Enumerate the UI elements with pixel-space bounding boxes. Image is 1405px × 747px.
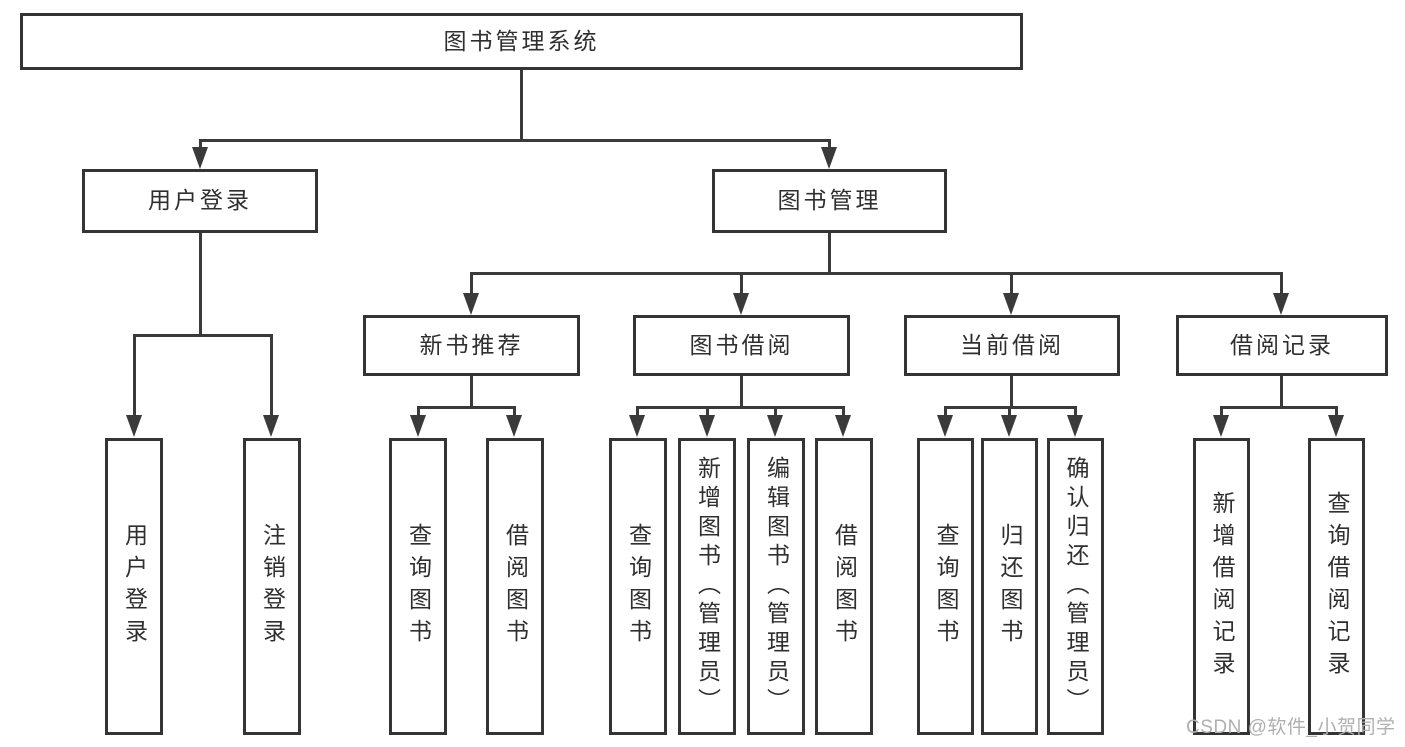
- arrow-down-icon: [126, 415, 142, 437]
- leaf-label: 归还图书: [997, 522, 1023, 651]
- node-current-borrowing: 当前借阅: [904, 315, 1120, 376]
- connector-line: [1220, 406, 1337, 409]
- arrow-down-icon: [937, 415, 953, 437]
- arrow-down-icon: [767, 415, 783, 437]
- leaf-label: 查询借阅记录: [1324, 490, 1350, 683]
- leaf-label: 查询图书: [625, 522, 652, 651]
- connector-line: [828, 233, 831, 274]
- leaf-borrow-books-recommend: 借阅图书: [486, 438, 544, 735]
- leaf-user-login: 用户登录: [105, 438, 163, 735]
- node-label: 用户登录: [148, 187, 252, 214]
- leaf-label: 新增图书（管理员）: [694, 456, 721, 717]
- node-borrowing-records: 借阅记录: [1176, 315, 1388, 376]
- leaf-label: 注销登录: [259, 522, 286, 651]
- arrow-down-icon: [463, 293, 479, 315]
- node-label: 新书推荐: [419, 331, 524, 358]
- node-new-book-recommend: 新书推荐: [363, 315, 580, 376]
- connector-line: [944, 406, 947, 416]
- leaf-query-books-recommend: 查询图书: [389, 438, 447, 735]
- leaf-logout: 注销登录: [243, 438, 301, 735]
- connector-line: [1280, 272, 1283, 294]
- connector-line: [636, 406, 844, 409]
- leaf-label: 借阅图书: [831, 522, 858, 651]
- leaf-label: 新增借阅记录: [1209, 490, 1235, 683]
- leaf-label: 编辑图书（管理员）: [763, 456, 790, 717]
- arrow-down-icon: [263, 415, 279, 437]
- arrow-down-icon: [699, 415, 715, 437]
- node-label: 当前借阅: [960, 331, 1064, 358]
- leaf-borrow-books: 借阅图书: [815, 438, 873, 735]
- connector-line: [417, 406, 515, 409]
- connector-line: [199, 139, 202, 148]
- leaf-edit-book-admin: 编辑图书（管理员）: [747, 438, 805, 735]
- connector-line: [470, 376, 473, 407]
- arrow-down-icon: [835, 415, 851, 437]
- leaf-return-books: 归还图书: [981, 438, 1038, 735]
- connector-line: [740, 376, 743, 407]
- arrow-down-icon: [1067, 415, 1083, 437]
- node-label: 图书借阅: [689, 331, 794, 358]
- connector-line: [828, 139, 831, 148]
- arrow-down-icon: [506, 415, 522, 437]
- connector-line: [740, 272, 743, 294]
- connector-line: [417, 406, 420, 416]
- connector-line: [1280, 376, 1283, 407]
- connector-line: [706, 406, 709, 416]
- arrow-down-icon: [1213, 415, 1229, 437]
- connector-line: [1335, 406, 1338, 416]
- node-book-management: 图书管理: [712, 169, 947, 233]
- connector-line: [1010, 272, 1013, 294]
- leaf-label: 查询图书: [405, 522, 432, 651]
- connector-line: [470, 272, 473, 294]
- connector-line: [133, 334, 136, 416]
- connector-line: [199, 233, 202, 336]
- leaf-query-books-current: 查询图书: [917, 438, 974, 735]
- leaf-query-books-borrowing: 查询图书: [609, 438, 667, 735]
- leaf-query-borrow-record: 查询借阅记录: [1308, 438, 1365, 735]
- connector-line: [133, 334, 273, 337]
- node-label: 图书管理: [777, 187, 882, 214]
- connector-line: [470, 272, 1282, 275]
- connector-line: [1074, 406, 1077, 416]
- csdn-watermark: CSDN @软件_小贺同学: [1186, 717, 1396, 738]
- node-user-login: 用户登录: [82, 169, 318, 233]
- connector-line: [1010, 376, 1013, 407]
- arrow-down-icon: [629, 415, 645, 437]
- arrow-down-icon: [410, 415, 426, 437]
- leaf-add-borrow-record: 新增借阅记录: [1193, 438, 1250, 735]
- connector-line: [842, 406, 845, 416]
- leaf-label: 查询图书: [933, 522, 959, 651]
- arrow-down-icon: [1003, 293, 1019, 315]
- connector-line: [636, 406, 639, 416]
- node-book-borrowing: 图书借阅: [633, 315, 850, 376]
- arrow-down-icon: [1273, 293, 1289, 315]
- leaf-label: 用户登录: [121, 522, 148, 651]
- connector-line: [199, 139, 831, 142]
- leaf-confirm-return-admin: 确认归还（管理员）: [1047, 438, 1104, 735]
- connector-line: [774, 406, 777, 416]
- node-root-library-system: 图书管理系统: [20, 13, 1023, 70]
- arrow-down-icon: [733, 293, 749, 315]
- arrow-down-icon: [1001, 415, 1017, 437]
- connector-line: [270, 334, 273, 416]
- connector-line: [1008, 406, 1011, 416]
- node-label: 借阅记录: [1230, 331, 1334, 358]
- arrow-down-icon: [1328, 415, 1344, 437]
- connector-line: [520, 70, 523, 140]
- connector-line: [1220, 406, 1223, 416]
- arrow-down-icon: [821, 147, 837, 169]
- connector-line: [513, 406, 516, 416]
- arrow-down-icon: [192, 147, 208, 169]
- leaf-add-book-admin: 新增图书（管理员）: [678, 438, 736, 735]
- leaf-label: 借阅图书: [502, 522, 529, 651]
- node-label: 图书管理系统: [443, 27, 600, 54]
- leaf-label: 确认归还（管理员）: [1063, 456, 1089, 717]
